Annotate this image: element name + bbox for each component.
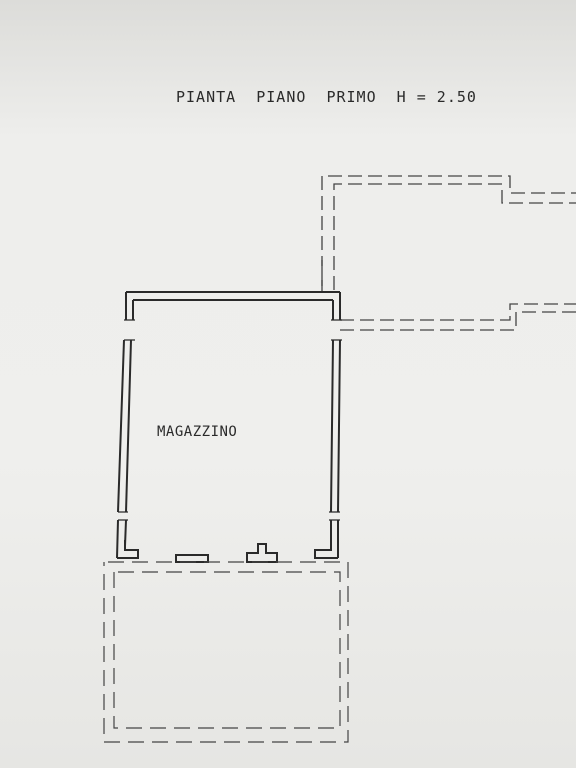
- right-wall-outer: [337, 292, 341, 558]
- lower-outer-outline: [103, 561, 349, 743]
- pillar-block: [175, 554, 209, 563]
- lower-inner-outline: [113, 571, 341, 729]
- left-wall-outer: [116, 292, 127, 559]
- room-label-magazzino: MAGAZZINO: [157, 424, 238, 440]
- bottom-left-corner: [117, 540, 139, 559]
- left-wall-inner: [124, 300, 134, 547]
- adjacent-building-outline: [321, 175, 576, 331]
- adjacent-lower-line-2: [340, 311, 576, 331]
- room-walls: [116, 291, 342, 563]
- right-window-marks: [329, 319, 342, 521]
- plan-title: PIANTA PIANO PRIMO H = 2.50: [176, 88, 477, 106]
- right-wall-inner: [330, 300, 334, 546]
- adjacent-inner-line: [333, 183, 576, 290]
- t-stub: [246, 543, 278, 563]
- bottom-right-corner: [314, 540, 338, 559]
- lower-dashed-area: [103, 561, 349, 743]
- adjacent-outer-line: [321, 175, 576, 290]
- left-window-marks: [118, 319, 135, 521]
- adjacent-lower-line-1: [340, 303, 576, 321]
